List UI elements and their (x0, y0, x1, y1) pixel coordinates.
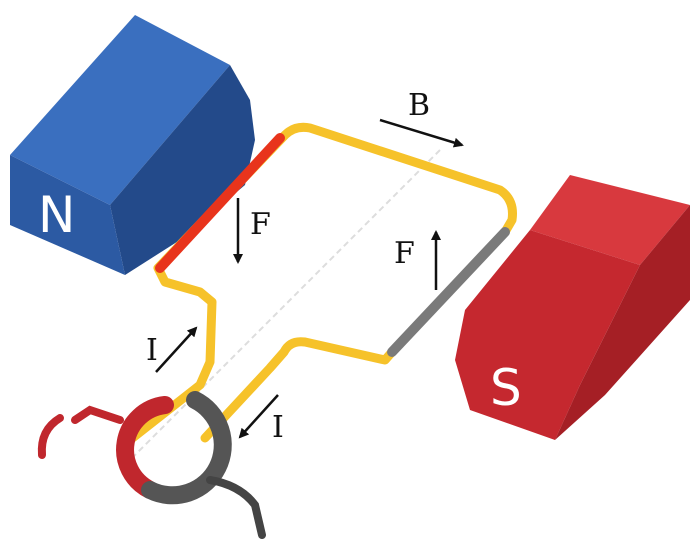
north-pole-label: N (38, 186, 75, 244)
commutator-red-half (116, 396, 174, 499)
field-arrow (379, 118, 464, 148)
rotation-axis (119, 149, 441, 471)
current-out-arrow (238, 394, 279, 439)
south-pole-label: S (490, 359, 522, 417)
wire-loop (125, 122, 517, 445)
north-magnet-top (10, 15, 230, 205)
south-magnet-front (555, 205, 690, 440)
red-lead-wire-end (37, 414, 64, 459)
force-top-label: F (250, 207, 271, 242)
south-magnet: S (455, 175, 690, 440)
gray-lead-wire (206, 476, 266, 539)
current-out-label: I (272, 410, 284, 445)
commutator (37, 391, 266, 539)
current-in-label: I (146, 333, 158, 368)
red-lead-wire (71, 405, 124, 424)
north-magnet-side (110, 65, 255, 275)
south-magnet-top (530, 175, 690, 265)
field-label: B (408, 88, 430, 123)
wire-loop-path (125, 122, 517, 445)
force-segment-south (387, 227, 510, 357)
north-magnet-front (10, 155, 125, 275)
current-in-arrow (155, 326, 198, 373)
commutator-gray-half (141, 391, 232, 505)
force-segment-north (155, 133, 285, 273)
labels: B F F I I (146, 88, 464, 445)
north-magnet: N (10, 15, 255, 275)
south-magnet-side (455, 230, 640, 440)
force-bottom-label: F (394, 236, 415, 271)
